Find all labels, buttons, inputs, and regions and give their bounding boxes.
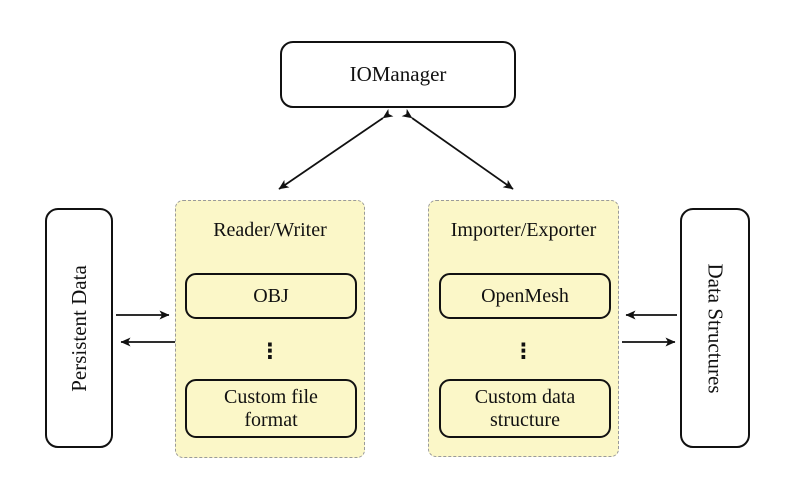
iomanager-label: IOManager <box>349 62 447 86</box>
openmesh-label: OpenMesh <box>481 284 569 307</box>
data-structures-label: Data Structures <box>703 262 728 394</box>
importer-exporter-group: Importer/Exporter OpenMesh ⋮ Custom data… <box>428 200 619 457</box>
importer-exporter-ellipsis: ⋮ <box>513 339 534 363</box>
custom-data-structure-box: Custom data structure <box>439 379 611 438</box>
custom-file-format-label: Custom file format <box>224 385 318 431</box>
persistent-data-node: Persistent Data <box>45 208 113 448</box>
reader-writer-group: Reader/Writer OBJ ⋮ Custom file format <box>175 200 365 458</box>
custom-data-structure-label: Custom data structure <box>474 385 576 431</box>
arrow-iomanager-importerexporter <box>401 108 514 190</box>
importer-exporter-title: Importer/Exporter <box>450 219 597 241</box>
persistent-data-label: Persistent Data <box>66 264 91 392</box>
arrow-iomanager-readerwriter <box>278 108 394 190</box>
openmesh-box: OpenMesh <box>439 273 611 319</box>
custom-file-format-box: Custom file format <box>185 379 357 438</box>
reader-writer-title: Reader/Writer <box>213 219 327 241</box>
iomanager-node: IOManager <box>280 41 516 108</box>
reader-writer-ellipsis: ⋮ <box>259 339 281 363</box>
obj-label: OBJ <box>253 284 289 307</box>
obj-box: OBJ <box>185 273 357 319</box>
data-structures-node: Data Structures <box>680 208 750 448</box>
